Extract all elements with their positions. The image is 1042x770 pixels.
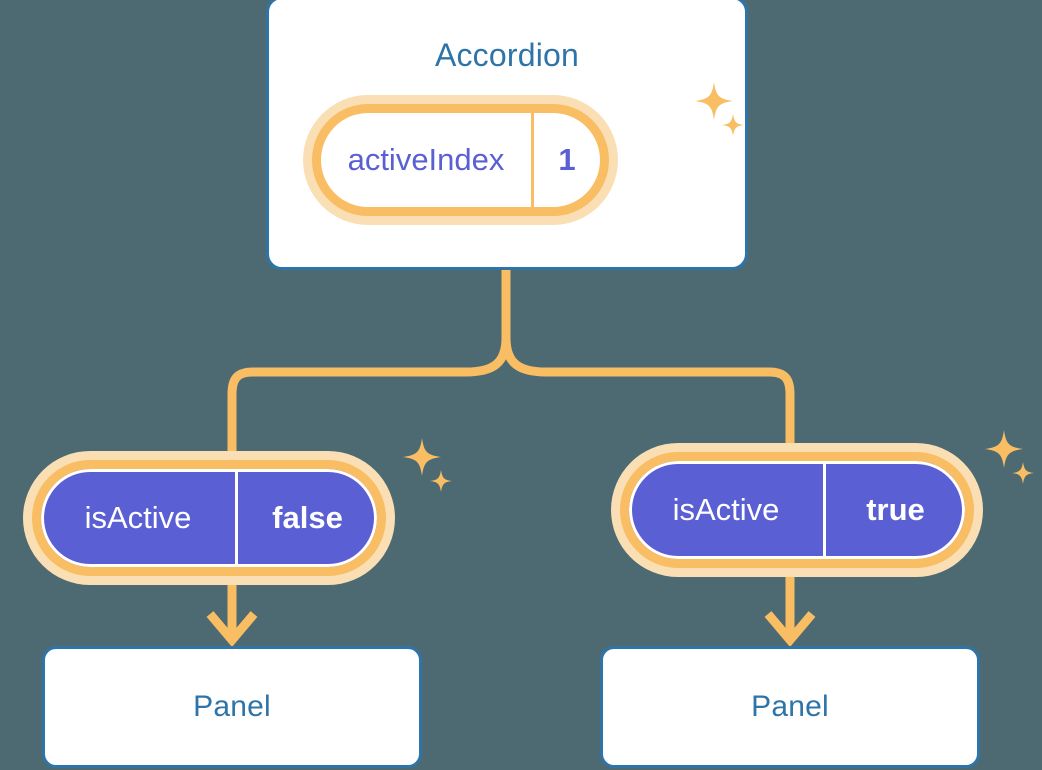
- state-pill-activeindex[interactable]: activeIndex 1: [312, 104, 609, 216]
- component-card-panel-left[interactable]: Panel: [42, 646, 422, 768]
- state-key: activeIndex: [321, 113, 534, 207]
- page-title: Accordion: [434, 37, 580, 73]
- state-key: isActive: [629, 461, 826, 559]
- sparkle-icon: [403, 438, 452, 492]
- state-pill-isactive-left[interactable]: isActive false: [32, 460, 386, 576]
- state-value: 1: [558, 142, 576, 177]
- panel-title: Panel: [751, 690, 829, 723]
- state-pill[interactable]: isActive true: [620, 452, 974, 568]
- arrow-down-icon-right-head: [764, 611, 816, 647]
- state-value: false: [272, 500, 343, 535]
- sparkle-icon: [985, 430, 1034, 484]
- state-pill[interactable]: activeIndex 1: [312, 104, 609, 216]
- arrow-down-icon-left-head: [206, 611, 258, 647]
- state-pill[interactable]: isActive false: [32, 460, 386, 576]
- state-key: isActive: [41, 469, 238, 567]
- connector-split-left: [227, 337, 511, 470]
- state-pill-isactive-right[interactable]: isActive true: [620, 452, 974, 568]
- panel-title: Panel: [193, 690, 271, 723]
- connector-split-right: [501, 337, 795, 462]
- state-value: true: [866, 492, 925, 527]
- component-card-panel-right[interactable]: Panel: [600, 646, 980, 768]
